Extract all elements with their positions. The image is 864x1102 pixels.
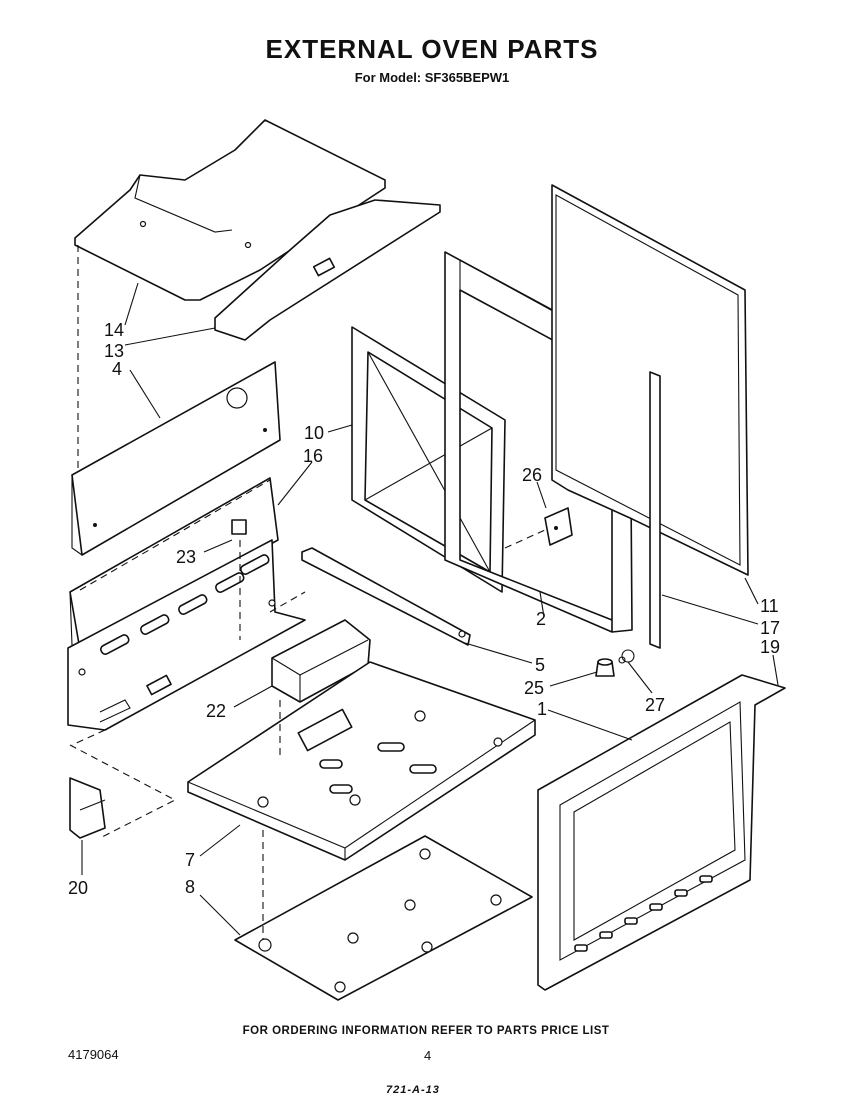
callout-13: 13	[104, 341, 124, 361]
part-4-upper-back-panel	[71, 361, 281, 556]
part-20-shield	[69, 777, 106, 839]
callout-20: 20	[68, 878, 88, 898]
model-subtitle: For Model: SF365BEPW1	[354, 70, 510, 85]
callout-numbers: 14 13 4 10 16 26 23 2 5 25 22 1 27 11 17…	[68, 320, 780, 898]
callout-7: 7	[185, 850, 195, 870]
leader-lines	[81, 282, 779, 936]
ordering-note: FOR ORDERING INFORMATION REFER TO PARTS …	[242, 1025, 610, 1037]
callout-19: 19	[760, 637, 780, 657]
part-27-clip	[618, 649, 635, 664]
document-number: 4179064	[68, 1047, 119, 1062]
part-25-hinge-pin	[595, 658, 615, 677]
callout-25: 25	[524, 678, 544, 698]
part-5-rail	[301, 547, 471, 646]
callout-8: 8	[185, 877, 195, 897]
page-number: 4	[424, 1048, 432, 1063]
callout-22: 22	[206, 701, 226, 721]
callout-23: 23	[176, 547, 196, 567]
callout-2: 2	[536, 609, 546, 629]
part-lower-back-panel	[67, 539, 306, 731]
callout-11: 11	[760, 596, 779, 616]
part-8-bottom-plate	[234, 835, 533, 1001]
part-14-top-panel	[74, 119, 386, 301]
callout-14: 14	[104, 320, 124, 340]
part-10-door-liner	[351, 326, 506, 593]
part-7-oven-bottom	[187, 661, 536, 861]
callout-26: 26	[522, 465, 542, 485]
callout-4: 4	[112, 359, 122, 379]
part-26-bracket	[544, 507, 573, 546]
drawing-code: 721-A-13	[386, 1084, 440, 1096]
alignment-lines	[71, 245, 546, 940]
ref-line-20	[69, 744, 177, 839]
callout-17: 17	[760, 618, 780, 638]
part-13-rear-panel	[214, 199, 441, 341]
callout-1: 1	[537, 699, 547, 719]
part-1-oven-door	[537, 674, 786, 991]
callout-5: 5	[535, 655, 545, 675]
part-17-door-gasket	[649, 371, 661, 649]
callout-27: 27	[645, 695, 665, 715]
callout-10: 10	[304, 423, 324, 443]
page-title: EXTERNAL OVEN PARTS	[265, 34, 599, 64]
callout-16: 16	[303, 446, 323, 466]
